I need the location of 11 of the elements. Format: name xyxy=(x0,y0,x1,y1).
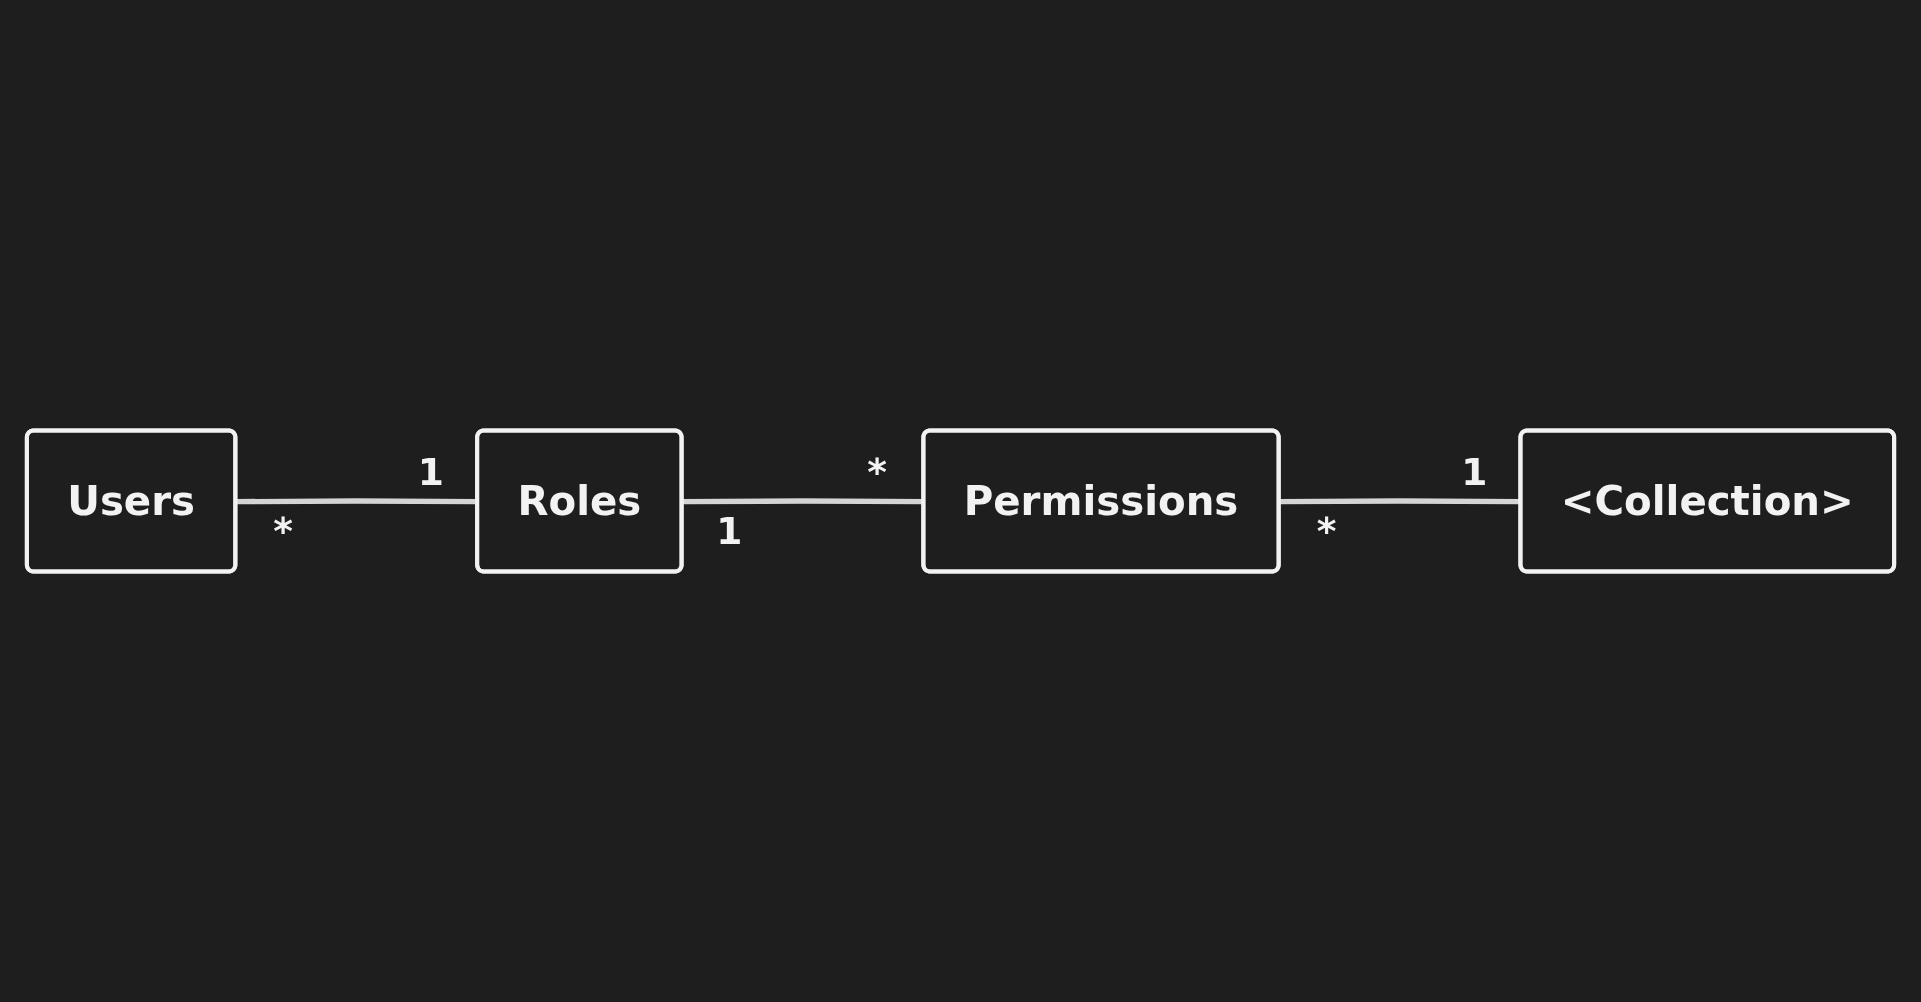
entity-box: Users xyxy=(24,428,238,574)
entity-box: <Collection> xyxy=(1518,428,1897,574)
entity-box: Permissions xyxy=(921,428,1281,574)
multiplicity-label: * xyxy=(867,449,888,494)
multiplicity-label: * xyxy=(1316,508,1337,553)
multiplicity-label: 1 xyxy=(417,449,445,494)
multiplicity-label: 1 xyxy=(1461,449,1488,494)
connector-line xyxy=(236,498,478,505)
entity-box: Roles xyxy=(475,428,684,574)
multiplicity-label: * xyxy=(273,508,294,553)
multiplicity-label: 1 xyxy=(716,508,743,553)
